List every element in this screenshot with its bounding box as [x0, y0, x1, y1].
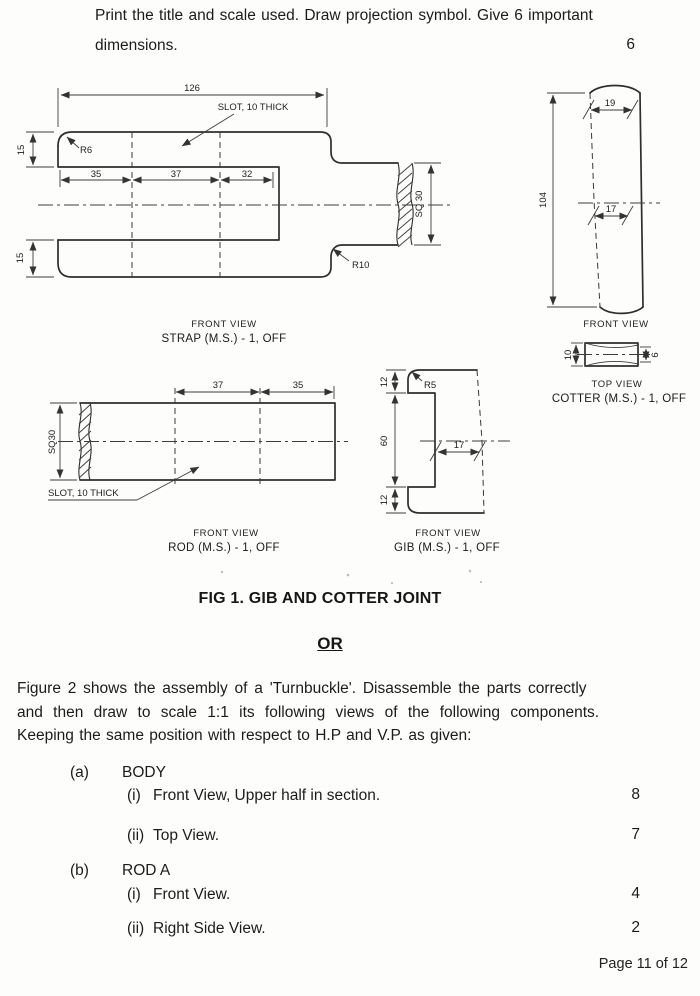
- strap-dim-35: 35: [91, 169, 102, 180]
- rod-slot-label: SLOT, 10 THICK: [48, 488, 119, 499]
- strap-dim-sq30: SQ 30: [414, 191, 425, 218]
- strap-r6-label: R6: [80, 145, 92, 156]
- gib-bottom-flange: [407, 486, 485, 514]
- gib-inner-contour: [407, 392, 436, 488]
- cotter-slash: [621, 205, 634, 226]
- gib-dim-12-bottom: 12: [379, 495, 390, 506]
- figure-1-drawing: 126 SLOT, 10 THICK R6 35 37 32 15 15 SQ …: [15, 83, 686, 585]
- strap-view-label: FRONT VIEW: [191, 319, 256, 330]
- cotter-top-taper-1: [584, 342, 639, 348]
- strap-break-line-right: [410, 162, 414, 246]
- item-b-i-text: Front View.: [153, 886, 231, 903]
- strap-hatching: [397, 163, 413, 248]
- para-line-3: Keeping the same position with respect t…: [17, 727, 472, 744]
- para-line-1: Figure 2 shows the assembly of a 'Turnbu…: [17, 680, 587, 697]
- gib-dim-17: 17: [454, 440, 465, 451]
- gib-right-edge-hidden: [476, 369, 485, 514]
- heading-line-2: dimensions.: [95, 37, 178, 54]
- cotter-top-view-label: TOP VIEW: [592, 379, 643, 390]
- strap-dim-15-top: 15: [16, 145, 27, 156]
- or-divider: OR: [317, 634, 343, 653]
- gib-drawing: 12 60 12 17 R5 FRONT VIEW GIB (M.S.) - 1…: [379, 369, 510, 554]
- gib-slash: [473, 441, 486, 462]
- gib-dim-12-top: 12: [379, 377, 390, 388]
- rod-drawing: 37 35 SQ30 SLOT, 10 THICK FRONT VIEW ROD…: [47, 380, 348, 554]
- item-a-i-marks: 8: [631, 786, 640, 803]
- cotter-slash: [626, 99, 639, 120]
- gib-slash: [429, 441, 442, 462]
- item-b-ii-marks: 2: [631, 919, 640, 936]
- rod-dim-35: 35: [293, 380, 304, 391]
- item-a-ii-num: (ii): [127, 827, 145, 844]
- strap-r10-leader: [332, 248, 350, 262]
- figure-caption: FIG 1. GIB AND COTTER JOINT: [198, 590, 442, 607]
- cotter-left-edge-hidden: [589, 92, 601, 308]
- strap-dim-37: 37: [171, 169, 182, 180]
- strap-slot-label: SLOT, 10 THICK: [218, 102, 289, 113]
- heading-line-1: Print the title and scale used. Draw pro…: [95, 7, 593, 24]
- cotter-dim-17: 17: [606, 204, 617, 215]
- cotter-part-label: COTTER (M.S.) - 1, OFF: [552, 393, 686, 405]
- gib-dim-60: 60: [379, 436, 390, 447]
- rod-dim-sq30: SQ30: [47, 430, 58, 454]
- strap-r10-label: R10: [352, 260, 369, 271]
- gib-r5-leader: [411, 371, 423, 382]
- strap-dim-126: 126: [184, 83, 200, 94]
- cotter-dim-104: 104: [538, 192, 549, 208]
- item-b-ii-text: Right Side View.: [153, 920, 266, 937]
- cotter-right-edge: [639, 92, 644, 308]
- item-a-label: (a): [70, 764, 89, 781]
- gib-r5-label: R5: [424, 380, 436, 391]
- strap-dim-15-bottom: 15: [15, 253, 26, 264]
- rod-outline: [79, 402, 336, 481]
- rod-view-label: FRONT VIEW: [193, 528, 258, 539]
- item-a-ii-text: Top View.: [153, 827, 220, 844]
- item-a-i-num: (i): [127, 787, 141, 804]
- item-b-ii-num: (ii): [127, 920, 145, 937]
- cotter-front-drawing: 104 19 17 FRONT VIEW: [538, 84, 660, 330]
- gib-part-label: GIB (M.S.) - 1, OFF: [394, 542, 500, 554]
- item-a-ii-marks: 7: [631, 826, 640, 843]
- cotter-top-arc: [589, 84, 641, 94]
- strap-part-label: STRAP (M.S.) - 1, OFF: [162, 333, 287, 345]
- cotter-slash: [587, 205, 600, 226]
- cotter-front-view-label: FRONT VIEW: [583, 319, 648, 330]
- item-b-label: (b): [70, 862, 89, 879]
- rod-dim-37: 37: [213, 380, 224, 391]
- strap-dim-32: 32: [242, 169, 253, 180]
- cotter-top-rect: [584, 342, 639, 367]
- cotter-top-drawing: 10 6 TOP VIEW COTTER (M.S.) - 1, OFF: [552, 342, 686, 405]
- strap-lower-outline: [57, 239, 399, 278]
- heading-marks: 6: [626, 36, 635, 53]
- cotter-dim-10: 10: [563, 350, 574, 361]
- strap-r6-leader: [66, 136, 80, 149]
- cotter-top-taper-2: [584, 361, 639, 367]
- rod-slot-leader: [136, 466, 200, 501]
- item-a-title: BODY: [122, 764, 166, 781]
- cotter-dim-6: 6: [650, 352, 661, 357]
- item-b-title: ROD A: [122, 862, 171, 879]
- cotter-slash: [582, 99, 595, 120]
- strap-slot-outline: [57, 145, 280, 241]
- item-b-i-num: (i): [127, 886, 141, 903]
- para-line-2: and then draw to scale 1:1 its following…: [17, 704, 600, 721]
- cotter-dim-19: 19: [605, 98, 616, 109]
- rod-part-label: ROD (M.S.) - 1, OFF: [168, 542, 280, 554]
- scan-specks: [220, 569, 483, 585]
- page-number: Page 11 of 12: [598, 956, 688, 972]
- item-b-i-marks: 4: [631, 885, 640, 902]
- gib-view-label: FRONT VIEW: [415, 528, 480, 539]
- cotter-bottom-arc: [599, 306, 644, 315]
- strap-upper-outline: [57, 131, 399, 164]
- item-a-i-text: Front View, Upper half in section.: [153, 787, 381, 804]
- strap-slot-leader: [181, 113, 235, 147]
- strap-drawing: 126 SLOT, 10 THICK R6 35 37 32 15 15 SQ …: [15, 83, 452, 345]
- gib-top-flange: [407, 369, 478, 394]
